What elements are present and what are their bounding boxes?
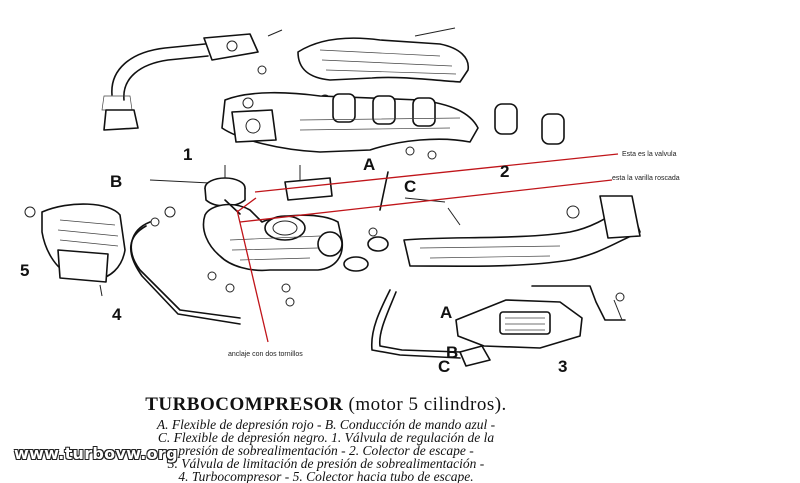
annotation-valve: Esta es la valvula: [622, 151, 677, 158]
caption-line-3: presión de sobrealimentación - 2. Colect…: [178, 443, 474, 458]
annotation-lines: [236, 153, 619, 343]
caption-line-1: A. Flexible de depresión rojo - B. Condu…: [156, 417, 496, 432]
valve-pointer-line: [254, 153, 619, 193]
annotation-rod: esta la varilla roscada: [612, 175, 680, 182]
exhaust-manifold: [221, 91, 565, 160]
intake-pipe: [403, 195, 641, 268]
caption-line-4: 3. Válvula de limitación de presión de s…: [167, 456, 485, 471]
egr-pipe-top-left: [101, 29, 283, 131]
turbocharger: [129, 199, 344, 325]
label-2: 2: [500, 162, 509, 181]
annotation-anchor: anclaje con dos tornillos: [228, 351, 303, 358]
exhaust-collector: [24, 203, 126, 297]
label-3: 3: [558, 357, 567, 376]
label-b-top: B: [110, 172, 122, 191]
wastegate-actuator: [149, 165, 333, 207]
label-4: 4: [112, 305, 122, 324]
caption-line-2: C. Flexible de depresión negro. 1. Válvu…: [157, 430, 495, 445]
label-c-top: C: [404, 177, 416, 196]
small-parts-center: [281, 171, 461, 307]
caption-title: TURBOCOMPRESOR (motor 5 cilindros).: [26, 394, 626, 416]
label-5: 5: [20, 261, 29, 280]
label-c-bottom: C: [438, 357, 450, 376]
label-a-top: A: [363, 155, 375, 174]
label-b-bottom: B: [446, 343, 458, 362]
site-watermark: www.turbovw.org: [14, 444, 178, 463]
label-a-bottom: A: [440, 303, 452, 322]
figure-caption: TURBOCOMPRESOR (motor 5 cilindros). A. F…: [26, 394, 626, 483]
rod-pointer-line: [239, 179, 613, 223]
heat-shield: [257, 27, 469, 106]
pressure-limit-valve: [370, 285, 626, 367]
caption-title-paren: (motor 5 cilindros).: [348, 394, 507, 415]
caption-title-main: TURBOCOMPRESOR: [145, 394, 344, 415]
anchor-pointer-line: [236, 209, 269, 343]
caption-line-5: 4. Turbocompresor - 5. Colector hacia tu…: [178, 469, 474, 483]
label-1: 1: [183, 145, 192, 164]
